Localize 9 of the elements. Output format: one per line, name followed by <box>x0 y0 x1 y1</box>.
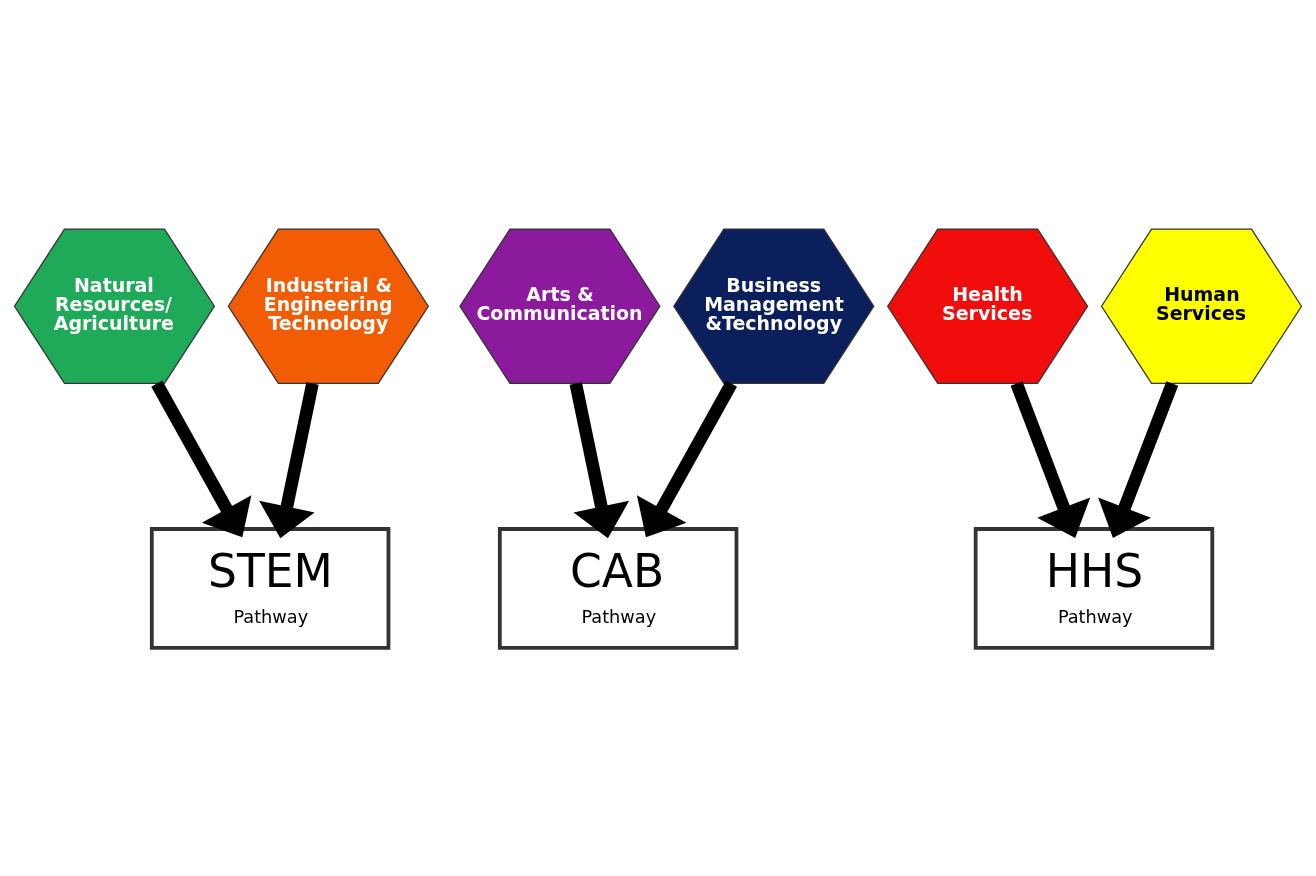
node-box: HHS Pathway <box>973 526 1215 650</box>
arrow <box>1098 380 1179 538</box>
arrow <box>636 380 737 537</box>
node-box: STEM Pathway <box>149 526 391 650</box>
arrow <box>259 381 319 538</box>
arrow <box>569 381 630 538</box>
node-box: CAB Pathway <box>497 526 739 650</box>
arrow <box>151 380 252 537</box>
arrow <box>1010 380 1091 538</box>
